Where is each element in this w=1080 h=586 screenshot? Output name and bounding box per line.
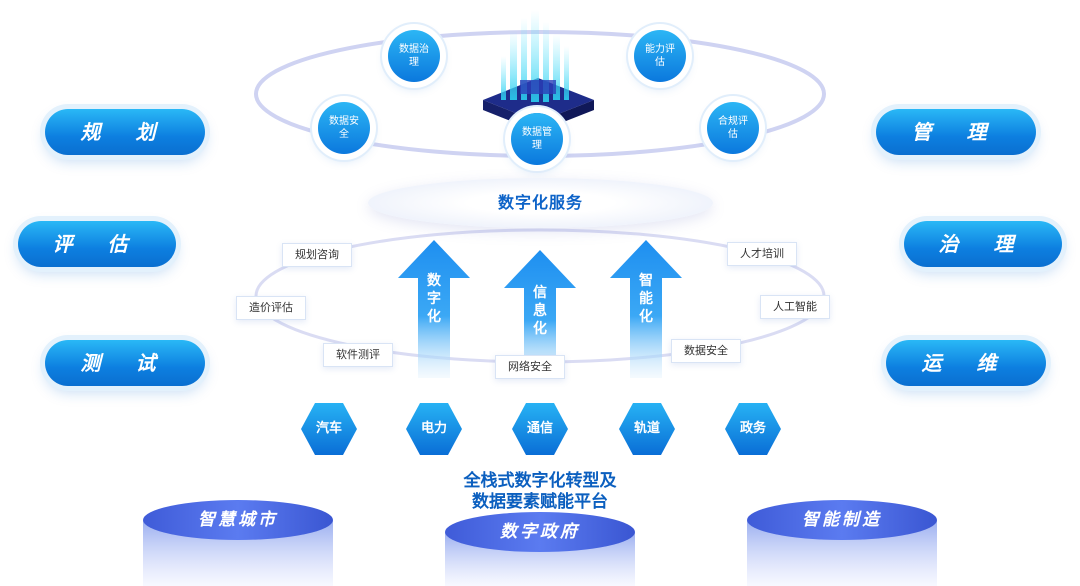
arrow-digitalization (398, 240, 470, 378)
hex-automotive: 汽车 (301, 403, 357, 455)
base-label-smart-manufacturing: 智能制造 (802, 510, 882, 530)
tag-talent-training: 人才培训 (727, 242, 797, 266)
arrow-label-intelligence: 智能化 (639, 273, 653, 325)
pill-management: 管 理 (876, 109, 1036, 155)
tag-data-security: 数据安全 (671, 339, 741, 363)
circle-label: 数据治理 (399, 44, 429, 68)
arrow-informatization (504, 250, 576, 378)
hex-power: 电力 (406, 403, 462, 455)
circle-label: 能力评估 (645, 44, 675, 68)
tag-software-testing: 软件测评 (323, 343, 393, 367)
arrow-intelligence (610, 240, 682, 378)
base-cylinder-digital-government (445, 512, 635, 586)
circle-label: 合规评估 (718, 116, 748, 140)
platform-title-line2: 数据要素赋能平台 (472, 492, 608, 512)
tag-artificial-intelligence: 人工智能 (760, 295, 830, 319)
base-label-digital-government: 数字政府 (500, 522, 580, 542)
tag-planning-consulting: 规划咨询 (282, 243, 352, 267)
circle-data-governance: 数据治理 (388, 30, 440, 82)
circle-data-security: 数据安全 (318, 102, 370, 154)
pill-governance: 治 理 (904, 221, 1062, 267)
circle-label: 数据安全 (329, 116, 359, 140)
platform-title: 全栈式数字化转型及 数据要素赋能平台 (420, 471, 660, 513)
digital-service-label: 数字化服务 (368, 178, 713, 228)
pill-evaluation: 评 估 (18, 221, 176, 267)
arrow-label-digitalization: 数字化 (427, 273, 441, 325)
platform-title-line1: 全栈式数字化转型及 (463, 471, 617, 491)
base-cylinder-smart-city (143, 500, 333, 586)
tag-network-security: 网络安全 (495, 355, 565, 379)
pill-testing: 测 试 (45, 340, 205, 386)
base-label-smart-city: 智慧城市 (198, 510, 278, 530)
pill-operations: 运 维 (886, 340, 1046, 386)
circle-capability-evaluation: 能力评估 (634, 30, 686, 82)
circle-compliance-evaluation: 合规评估 (707, 102, 759, 154)
circle-label: 数据管理 (522, 127, 552, 151)
circle-data-management: 数据管理 (511, 113, 563, 165)
pill-planning: 规 划 (45, 109, 205, 155)
base-cylinder-smart-manufacturing (747, 500, 937, 586)
tag-cost-evaluation: 造价评估 (236, 296, 306, 320)
arrow-label-informatization: 信息化 (533, 285, 547, 337)
